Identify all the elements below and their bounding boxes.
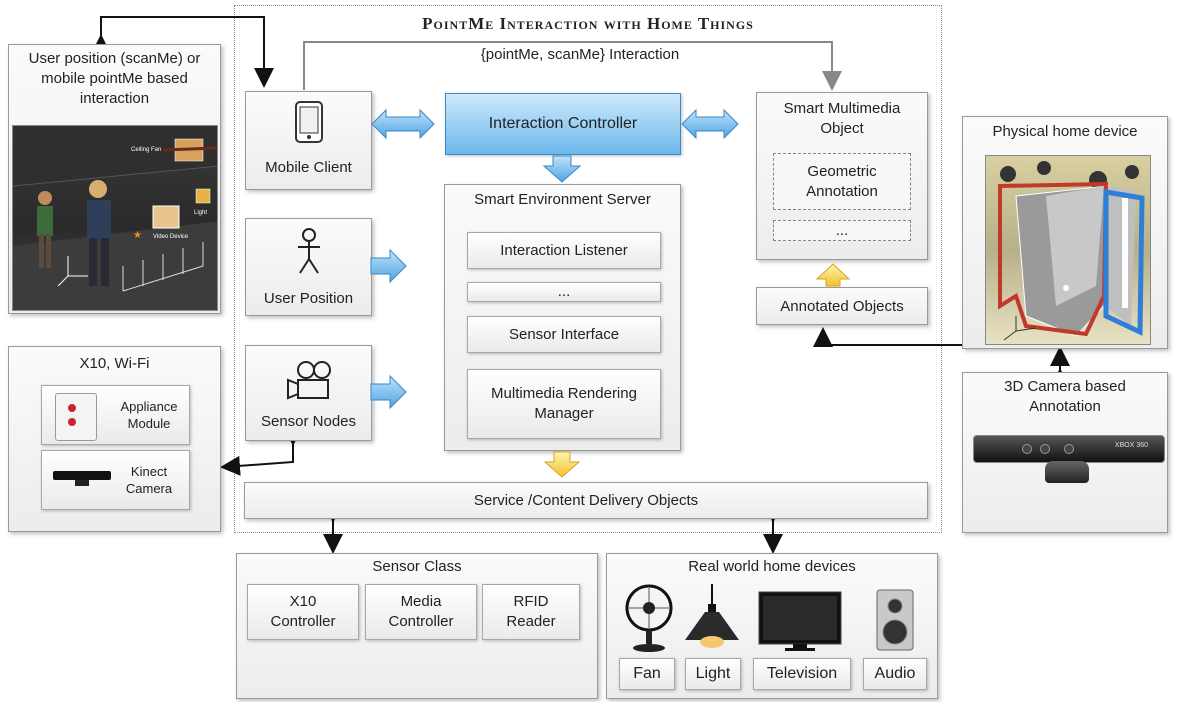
tablet-icon (295, 101, 323, 143)
svg-text:★: ★ (133, 230, 142, 241)
main-frame (234, 5, 942, 533)
physical-device-panel: Physical home device (962, 116, 1168, 349)
person-icon (298, 228, 320, 274)
television-box: Television (753, 658, 851, 690)
camera-icon (287, 361, 331, 400)
link-physical-to-annotated (813, 327, 962, 347)
object-ellipsis-box: ... (773, 220, 911, 241)
annotated-objects-label: Annotated Objects (780, 297, 904, 315)
rfid-reader-box: RFID Reader (482, 584, 580, 640)
light-box: Light (685, 658, 741, 690)
appliance-module-icon (55, 393, 97, 441)
server-title: Smart Environment Server (474, 191, 651, 208)
kinect-sensor-image: XBOX 360 (973, 435, 1165, 463)
x10-controller-box: X10 Controller (247, 584, 359, 640)
kinect-icon (53, 471, 111, 480)
room-scene-drawing: Ceiling Fan Light Video Device ★ (13, 126, 217, 310)
interaction-listener-label: Interaction Listener (500, 241, 628, 259)
fan-box: Fan (619, 658, 675, 690)
x10-wifi-panel: X10, Wi-Fi Appliance Module Kinect Camer… (8, 346, 221, 532)
kinect-camera-label: Kinect Camera (125, 464, 173, 496)
scene-label-video: Video Device (153, 234, 189, 240)
x10-wifi-title: X10, Wi-Fi (79, 355, 150, 372)
sensor-nodes-arrow (370, 374, 407, 410)
user-position-arrow (370, 248, 407, 284)
interaction-controller-box: Interaction Controller (445, 93, 681, 155)
mobile-client-label: Mobile Client (265, 159, 352, 176)
room-scene-image: Ceiling Fan Light Video Device ★ (12, 125, 218, 311)
user-interaction-panel: User position (scanMe) or mobile pointMe… (8, 44, 221, 314)
light-label: Light (695, 665, 731, 682)
sensor-nodes-label: Sensor Nodes (260, 413, 357, 430)
geometric-annotation-label: Geometric Annotation (806, 162, 878, 200)
real-world-title: Real world home devices (688, 558, 856, 575)
smart-object-title: Smart Multimedia Object (783, 100, 901, 137)
interaction-listener-box: Interaction Listener (467, 232, 661, 269)
link-left-to-mobile (91, 16, 274, 88)
television-label: Television (766, 665, 838, 682)
smart-multimedia-object: Smart Multimedia Object Geometric Annota… (756, 92, 928, 260)
real-world-devices-panel: Real world home devices Fan Light Televi… (606, 553, 938, 699)
smart-environment-server: Smart Environment Server Interaction Lis… (444, 184, 681, 451)
user-position-box: User Position (245, 218, 372, 316)
user-position-label: User Position (263, 290, 354, 307)
sensor-class-panel: Sensor Class X10 Controller Media Contro… (236, 553, 598, 699)
link-sensor-to-x10 (220, 426, 303, 476)
media-controller-box: Media Controller (365, 584, 477, 640)
physical-device-title: Physical home device (992, 123, 1138, 140)
kinect-sensor-base (1045, 461, 1089, 483)
scene-label-fan: Ceiling Fan (131, 147, 161, 153)
annotated-object-arrow (815, 263, 851, 287)
lamp-icon (685, 584, 739, 648)
fan-label: Fan (633, 665, 661, 682)
kinect-stand-icon (75, 480, 89, 486)
kinect-brand-text: XBOX 360 (1114, 442, 1148, 449)
interaction-label: {pointMe, scanMe} Interaction (480, 46, 680, 63)
rfid-reader-label: RFID Reader (506, 593, 556, 630)
geometric-annotation-box: Geometric Annotation (773, 153, 911, 210)
camera-annotation-panel: 3D Camera based Annotation XBOX 360 (962, 372, 1168, 533)
scene-label-light: Light (194, 210, 207, 216)
physical-device-drawing (998, 161, 1145, 341)
camera-annotation-title: 3D Camera based Annotation (1004, 378, 1126, 415)
service-delivery-bar: Service /Content Delivery Objects (244, 482, 928, 519)
sensor-interface-label: Sensor Interface (508, 325, 620, 343)
multimedia-rendering-box: Multimedia Rendering Manager (467, 369, 661, 439)
appliance-module-label: Appliance Module (120, 399, 178, 431)
controller-object-double-arrow (681, 108, 739, 140)
mobile-client-box: Mobile Client (245, 91, 372, 190)
audio-label: Audio (874, 665, 916, 682)
television-icon (758, 591, 842, 651)
diagram-title: PointMe Interaction with Home Things (422, 14, 754, 33)
speaker-icon (876, 589, 914, 651)
sensor-nodes-box: Sensor Nodes (245, 345, 372, 441)
user-interaction-label: User position (scanMe) or mobile pointMe… (28, 50, 201, 107)
mobile-controller-double-arrow (371, 108, 435, 140)
multimedia-rendering-label: Multimedia Rendering Manager (491, 385, 637, 422)
media-controller-label: Media Controller (388, 593, 454, 630)
object-ellipsis-label: ... (835, 221, 849, 239)
x10-controller-label: X10 Controller (270, 593, 336, 630)
fan-icon (625, 584, 673, 652)
controller-server-arrow (542, 155, 582, 183)
kinect-camera-box: Kinect Camera (41, 450, 190, 510)
server-ellipsis-box: ... (467, 282, 661, 302)
interaction-line (303, 41, 842, 91)
interaction-controller-label: Interaction Controller (488, 115, 638, 132)
server-delivery-arrow (543, 451, 581, 478)
service-delivery-label: Service /Content Delivery Objects (473, 492, 699, 509)
physical-device-image (985, 155, 1151, 345)
server-ellipsis-label: ... (557, 283, 571, 300)
sensor-class-title: Sensor Class (372, 558, 462, 575)
audio-box: Audio (863, 658, 927, 690)
sensor-interface-box: Sensor Interface (467, 316, 661, 353)
annotated-objects-box: Annotated Objects (756, 287, 928, 325)
